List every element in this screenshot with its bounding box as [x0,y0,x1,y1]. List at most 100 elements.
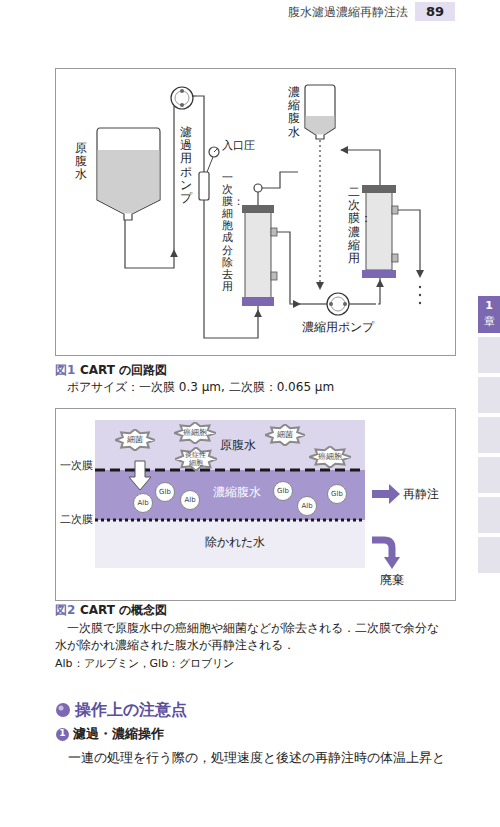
chapter-number: 1 [478,299,500,313]
burst-outline [309,446,350,468]
burst-outline [115,429,154,451]
filter-port [271,272,277,280]
water-band: 除かれた水 [95,520,477,568]
burst-shape [175,447,217,471]
membrane-label: 二次膜 [60,513,93,527]
filter-port [392,206,398,214]
filter-port [392,254,398,262]
figure-title: CART の概念図 [80,603,167,618]
concentrate-bag-node: 濃縮腹水 [285,82,341,156]
node-label: Alb [137,499,148,507]
side-tab [478,497,500,533]
node-label: 細菌 [127,435,143,444]
albumin-circle: Alb [180,490,200,510]
pump-roller [343,302,347,306]
chapter-tab [478,296,500,333]
vertical-label: 原腹水 [75,142,87,182]
node-label: 濃縮腹水 [213,486,500,500]
bacteria-burst: 細菌 [115,429,155,451]
flow-label: 再静注 [403,487,439,502]
pressure-gauge [209,147,219,157]
albumin-circle: Alb [133,493,153,513]
burst-outline [265,424,304,446]
filter-cap [242,297,274,306]
concentrate-band: 濃縮腹水AlbGlbAlbGlbAlbGlb [95,470,485,520]
side-tab [478,417,500,453]
albumin-circle: Alb [297,496,317,516]
vertical-label: 濃縮腹水 [288,86,300,139]
pump-roller [329,302,333,306]
concentration-pump-node: 濃縮用ポンプ [300,292,378,340]
tube [300,303,327,304]
reinfusion-arrow [372,484,400,504]
node-label: 癌細胞 [183,428,207,437]
waste-arrow-head [384,557,400,569]
inflammatory-cell-burst: 炎症性細胞 [175,447,217,471]
secondary-membrane [95,519,365,522]
node-label: Glb [159,488,171,496]
gauge-line [207,157,213,172]
secondary-filter-body [366,192,392,270]
filter-cap [242,205,274,213]
node-label: Glb [331,490,343,498]
drip-chamber [199,172,209,200]
continuation-dot [419,294,421,296]
node-label: Alb [184,496,195,504]
figure-title: CART の回路図 [80,363,167,378]
pump-rotor [331,297,345,311]
vertical-label: 一次膜：細胞成分除去用 [222,172,233,293]
ascites-bag [97,128,160,220]
ascites-bag-node: 原腹水 [72,120,164,220]
body-text: 一連の処理を行う際の，処理速度と後述の再静注時の体温上昇と [55,748,455,768]
heading-bullet [56,703,70,717]
secondary-filter-node: 二次膜：濃縮用 [345,182,397,280]
burst-shape [309,446,351,468]
globulin-circle: Glb [327,484,347,504]
node-label: 濃縮用ポンプ [300,321,376,335]
heading-bullet-shine [59,706,64,711]
valve [254,184,262,192]
gauge-needle [214,149,217,152]
continuation-dot [419,286,421,288]
running-header: 腹水濾過濃縮再静注法 [255,5,408,20]
node-label: Alb [301,502,312,510]
figure-note: ポアサイズ：一次膜 0.3 μm, 二次膜：0.065 μm [67,380,334,395]
filtration-pump-node: 濾過用ポンプ [170,84,196,250]
subsection-heading: 濾過・濃縮操作 [73,726,164,742]
ascites-fluid [98,150,160,213]
node-label: 原腹水 [220,439,500,453]
ascites-band: 原腹水細菌癌細胞細菌炎症性細胞癌細胞 [95,420,492,470]
side-tab [478,457,500,493]
waste-arrow [372,540,392,558]
pressure-label: 入口圧 [222,139,255,153]
primary-filter-node: 一次膜：細胞成分除去用 [218,170,276,310]
arrow-head [416,270,424,278]
continuation-dot [419,302,421,304]
tube-connector [125,220,174,268]
section-heading: 操作上の注意点 [75,700,187,720]
filter-cap [362,270,396,278]
tube [257,192,258,205]
abbreviation-note: Alb：アルブミン，Glb：グロブリン [55,657,234,671]
figure-caption: 一次膜で原腹水中の癌細胞や細菌などが除去される．二次膜で余分な水が除かれ濃縮され… [55,620,450,654]
tube-connector [276,232,300,304]
concentrate-fluid [306,116,335,134]
filter-port [271,228,277,236]
bacteria-burst: 細菌 [265,424,305,446]
tube-connector [341,150,380,182]
tube [257,306,258,310]
concentrate-bag [305,85,335,139]
figure-number: 図2 [55,603,75,618]
side-tab [478,337,500,373]
globulin-circle: Glb [273,481,293,501]
figure-frame [56,69,456,356]
side-tab [478,377,500,413]
burst-shape [174,422,216,444]
filter-arrow [129,461,151,490]
pump-roller [180,103,184,107]
node-label: 除かれた水 [205,536,500,550]
flow-label: 廃棄 [380,573,404,588]
node-label: 癌細胞 [318,452,342,461]
